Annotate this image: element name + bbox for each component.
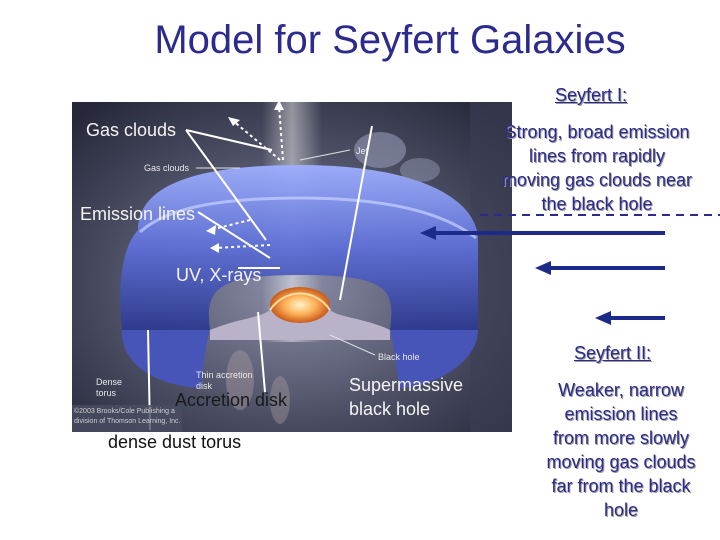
- accretion-disk-glow: [270, 287, 330, 323]
- observer-arrows: [432, 231, 665, 320]
- image-label-thin-accretion-disk: Thin accretion: [196, 370, 253, 380]
- gas-cloud-2: [400, 158, 440, 182]
- seyfert1-line-2: lines from rapidly: [528, 146, 666, 166]
- copyright-strip: [72, 405, 182, 432]
- seyfert1-description: Strong, broad emission lines from rapidl…: [476, 120, 718, 216]
- image-label-gas-clouds: Gas clouds: [144, 163, 190, 173]
- seyfert2-line-2: emission lines: [564, 404, 678, 424]
- image-label-black-hole: Black hole: [378, 352, 420, 362]
- label-accretion-disk: Accretion disk: [175, 390, 288, 410]
- seyfert2-heading: Seyfert II:: [574, 343, 652, 363]
- gas-cloud-1: [354, 132, 406, 168]
- label-gas-clouds: Gas clouds: [86, 120, 177, 140]
- copyright-line-1: ©2003 Brooks/Cole Publishing a: [74, 408, 175, 415]
- seyfert2-line-3: from more slowly: [552, 428, 690, 448]
- image-label-jet: Jet: [356, 146, 369, 156]
- seyfert2-line-6: hole: [603, 500, 639, 520]
- seyfert2-line-1: Weaker, narrow: [558, 380, 684, 400]
- gas-cloud-3: [226, 350, 254, 410]
- label-supermassive-bh: Supermassive black hole: [349, 373, 463, 421]
- torus-lower-right: [390, 330, 478, 388]
- seyfert1-line-4: the black hole: [541, 194, 653, 214]
- black-hole-pointer: [329, 334, 376, 356]
- label-supermassive-bh-line-2: black hole: [349, 399, 431, 419]
- seyfert2-description: Weaker, narrow emission lines from more …: [526, 378, 716, 522]
- copyright-line-2: division of Thomson Learning, Inc.: [74, 418, 181, 425]
- observer-arrow-heads: [420, 226, 611, 325]
- jet-pointer: [299, 149, 351, 161]
- label-emission-lines: Emission lines: [80, 204, 196, 224]
- seyfert2-line-5: far from the black: [551, 476, 691, 496]
- dashed-arrows: [209, 105, 284, 249]
- image-label-dense-torus: Dense: [96, 377, 123, 387]
- label-supermassive-bh-line-1: Supermassive: [349, 375, 464, 395]
- seyfert1-heading: Seyfert I:: [555, 85, 628, 105]
- seyfert1-line-1: Strong, broad emission: [504, 122, 690, 142]
- gas-cloud-4: [270, 376, 290, 424]
- image-label-thin-accretion-disk-2: disk: [196, 381, 213, 391]
- torus-lower: [121, 330, 210, 388]
- accretion-disk-rim: [269, 292, 331, 311]
- label-uv-xrays: UV, X-rays: [176, 265, 262, 285]
- label-dense-dust-torus: dense dust torus: [108, 432, 242, 452]
- image-label-dense-torus-2: torus: [96, 388, 117, 398]
- dust-torus: [120, 165, 478, 330]
- seyfert2-line-4: moving gas clouds: [546, 452, 696, 472]
- torus-top-band: [138, 196, 477, 240]
- dashed-arrow-heads: [206, 100, 284, 253]
- seyfert1-line-3: moving gas clouds near: [501, 170, 693, 190]
- slide-title: Model for Seyfert Galaxies: [154, 18, 626, 62]
